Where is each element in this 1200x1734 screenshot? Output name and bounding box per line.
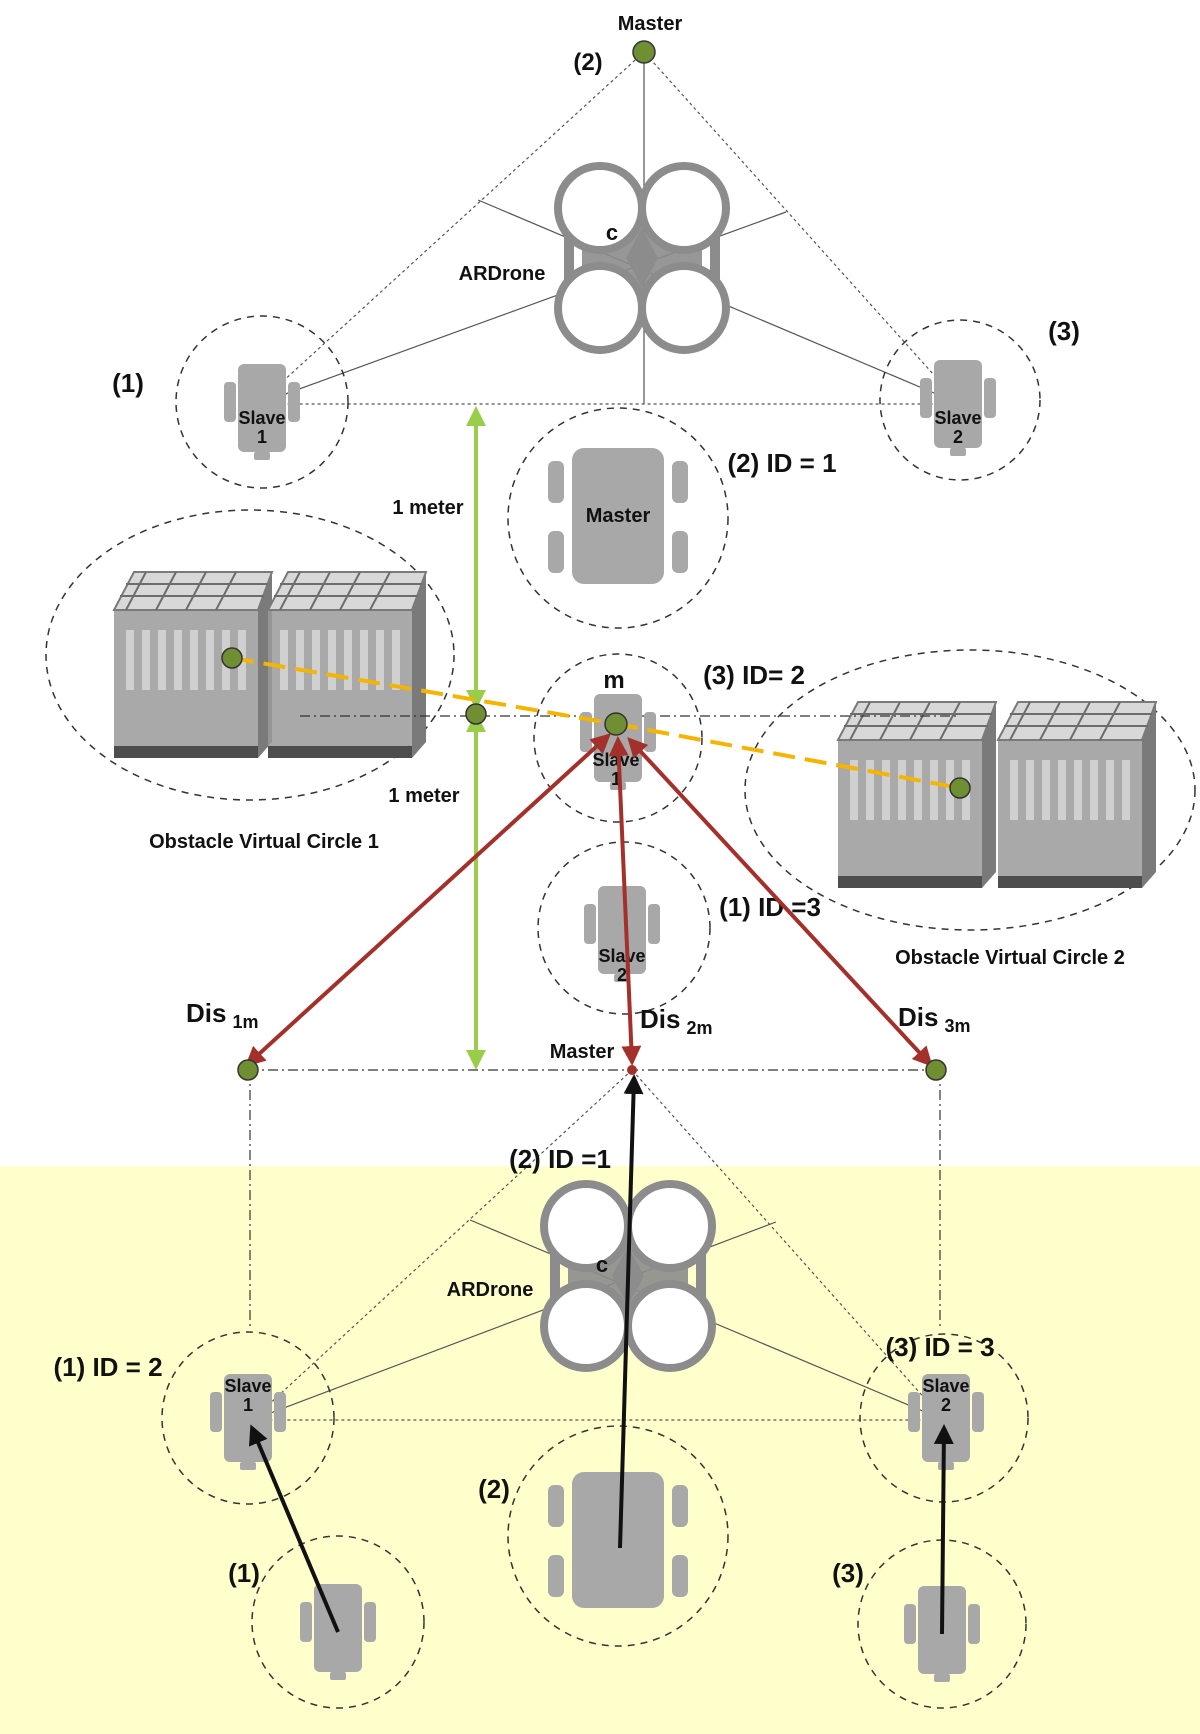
bottom-left-id: (1) ID = 2 <box>53 1352 162 1382</box>
top-slave2-circle <box>879 319 1041 481</box>
top-formation: Master (2) c ARDrone Slave 1 (1) Slave 2… <box>112 13 1080 489</box>
start-left-index: (1) <box>228 1558 260 1588</box>
dis1m-node <box>237 1059 259 1081</box>
top-slave2-label: Slave <box>934 408 981 428</box>
obstacle1-label: Obstacle Virtual Circle 1 <box>149 831 379 853</box>
bottom-slave1-circle <box>161 1331 335 1505</box>
motion-arrow-center <box>618 1074 644 1549</box>
middle-master-id: (2) ID = 1 <box>727 448 836 478</box>
dis1m-arrow <box>245 733 611 1067</box>
m-node <box>604 712 628 736</box>
obstacle1-crate-right-icon <box>267 571 427 759</box>
top-slave2-num: 2 <box>953 427 963 447</box>
top-slave1-num: 1 <box>257 427 267 447</box>
obstacle-circle-2 <box>744 649 1196 931</box>
dis3m-node <box>925 1059 947 1081</box>
top-left-index: (1) <box>112 368 144 398</box>
middle-master-circle <box>507 407 729 629</box>
bottom-formation: c ARDrone (2) ID =1 Slave 1 (1) ID = 2 S… <box>53 1065 1029 1709</box>
bottom-master-node <box>627 1065 637 1075</box>
bottom-center-id: (2) ID =1 <box>509 1144 611 1174</box>
meter-top-label: 1 meter <box>392 497 463 519</box>
middle-slave2-num: 2 <box>617 965 627 985</box>
bottom-slave1-num: 1 <box>243 1395 253 1415</box>
top-drone-label: ARDrone <box>459 263 546 285</box>
obstacle2-node <box>949 777 971 799</box>
top-right-index: (3) <box>1048 316 1080 346</box>
start-center-index: (2) <box>478 1474 510 1504</box>
bottom-right-id: (3) ID = 3 <box>885 1332 994 1362</box>
top-slave1-circle <box>175 315 349 489</box>
bottom-center-label: c <box>596 1252 608 1277</box>
obstacle1-link <box>231 656 617 726</box>
top-drone-icon <box>558 166 726 350</box>
top-formation-triangle <box>256 51 962 405</box>
middle-slave1-label: Slave <box>592 750 639 770</box>
bottom-slave2-label: Slave <box>922 1376 969 1396</box>
top-slave1-label: Slave <box>238 408 285 428</box>
start-center-circle <box>507 1425 729 1647</box>
middle-section: Master (2) ID = 1 1 meter 1 meter Obstac… <box>45 406 1196 1070</box>
middle-slave2-label: Slave <box>598 946 645 966</box>
top-master-node <box>632 40 656 64</box>
bottom-slave1-label: Slave <box>224 1376 271 1396</box>
obstacle1-node <box>221 647 243 669</box>
middle-slave1-id: (3) ID= 2 <box>703 660 805 690</box>
start-right-index: (3) <box>832 1558 864 1588</box>
bottom-master-label: Master <box>550 1041 615 1063</box>
start-left-circle <box>251 1535 425 1709</box>
meter-node <box>465 703 487 725</box>
obstacle2-crate-left-icon <box>837 701 997 889</box>
bottom-drone-label: ARDrone <box>447 1279 534 1301</box>
obstacle1-crate-left-icon <box>113 571 273 759</box>
middle-master-label: Master <box>586 505 651 527</box>
top-center-label: c <box>606 220 618 245</box>
bottom-formation-triangle <box>250 1069 946 1421</box>
top-master-label: Master <box>618 13 683 35</box>
top-master-index: (2) <box>573 49 602 76</box>
obstacle2-label: Obstacle Virtual Circle 2 <box>895 947 1125 969</box>
dis3m-arrow <box>627 737 933 1067</box>
motion-arrow-left <box>249 1424 340 1633</box>
motion-arrow-right <box>933 1424 954 1635</box>
bottom-slave2-num: 2 <box>941 1395 951 1415</box>
m-label: m <box>603 667 624 694</box>
meter-bottom-label: 1 meter <box>388 785 459 807</box>
middle-slave2-id: (1) ID =3 <box>719 892 821 922</box>
obstacle2-crate-right-icon <box>997 701 1157 889</box>
